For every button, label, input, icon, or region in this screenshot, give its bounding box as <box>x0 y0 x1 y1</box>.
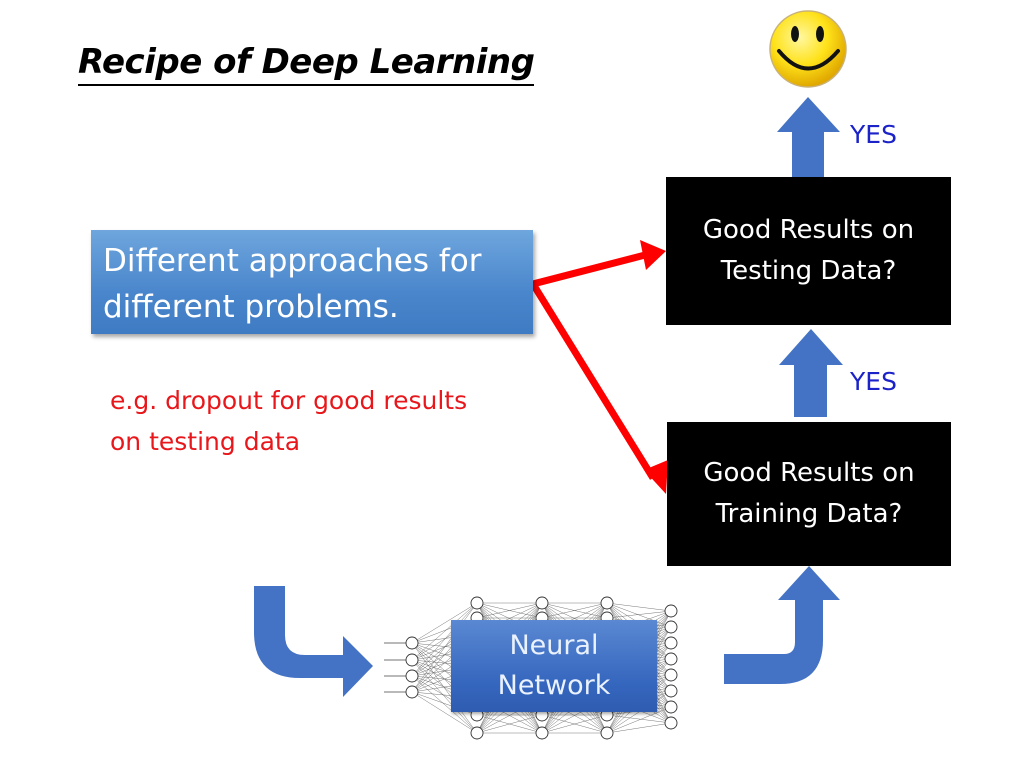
red-arrows <box>527 240 668 494</box>
nn-edge <box>411 642 478 734</box>
training-line-2: Training Data? <box>715 499 903 529</box>
nn-edge <box>541 602 608 619</box>
nn-node <box>664 716 678 730</box>
nn-edge <box>411 602 478 661</box>
nn-edge <box>476 714 543 734</box>
nn-edge <box>606 602 672 612</box>
testing-data-box: Good Results on Testing Data? <box>666 177 951 325</box>
nn-edge <box>606 722 672 734</box>
nn-edge <box>411 602 478 693</box>
approach-line-2: different problems. <box>103 289 399 325</box>
nn-node <box>405 669 419 683</box>
nn-node <box>405 636 419 650</box>
nn-edge <box>606 610 672 619</box>
slide-title: Recipe of Deep Learning <box>78 40 535 86</box>
approach-box: Different approaches for different probl… <box>91 230 533 334</box>
nn-edge <box>411 602 478 644</box>
red-arrowhead-testing <box>640 240 666 270</box>
nn-node <box>600 596 614 610</box>
example-line-1: e.g. dropout for good results <box>110 386 468 415</box>
training-data-box: Good Results on Training Data? <box>667 422 951 566</box>
approach-line-1: Different approaches for <box>103 243 482 279</box>
up-arrow-between-boxes <box>779 329 843 417</box>
nn-edge <box>411 675 478 734</box>
nn-edge <box>606 690 672 734</box>
nn-node <box>664 620 678 634</box>
yes-label-top: YES <box>850 120 897 149</box>
up-arrow-to-result <box>777 97 840 177</box>
nn-node <box>664 668 678 682</box>
testing-line-2: Testing Data? <box>720 256 897 286</box>
bent-arrow-into-network <box>254 586 373 697</box>
yes-label-middle: YES <box>850 367 897 396</box>
nn-node <box>405 685 419 699</box>
nn-edge <box>541 714 608 734</box>
nn-node <box>535 726 549 740</box>
nn-node <box>664 652 678 666</box>
nn-node <box>664 604 678 618</box>
nn-node <box>405 653 419 667</box>
testing-line-1: Good Results on <box>702 215 915 245</box>
example-line-2: on testing data <box>110 427 301 456</box>
smiley-face-icon <box>769 10 847 88</box>
nn-edge <box>411 691 478 734</box>
nn-node <box>664 700 678 714</box>
nn-node <box>664 684 678 698</box>
nn-edge <box>606 706 672 734</box>
nn-edge <box>476 602 543 619</box>
nn-node <box>470 596 484 610</box>
nn-node <box>600 726 614 740</box>
nn-line-1: Neural <box>509 630 599 661</box>
training-line-1: Good Results on <box>703 458 915 488</box>
nn-node <box>535 596 549 610</box>
nn-edge <box>606 714 672 724</box>
red-arrowhead-training <box>644 460 668 494</box>
neural-network-box: Neural Network <box>451 620 657 712</box>
bent-arrow-to-training <box>724 566 840 684</box>
nn-node <box>470 726 484 740</box>
nn-edge <box>411 602 478 677</box>
nn-edge <box>411 659 478 734</box>
nn-line-2: Network <box>497 670 611 701</box>
example-note: e.g. dropout for good results on testing… <box>110 380 467 462</box>
nn-node <box>664 636 678 650</box>
